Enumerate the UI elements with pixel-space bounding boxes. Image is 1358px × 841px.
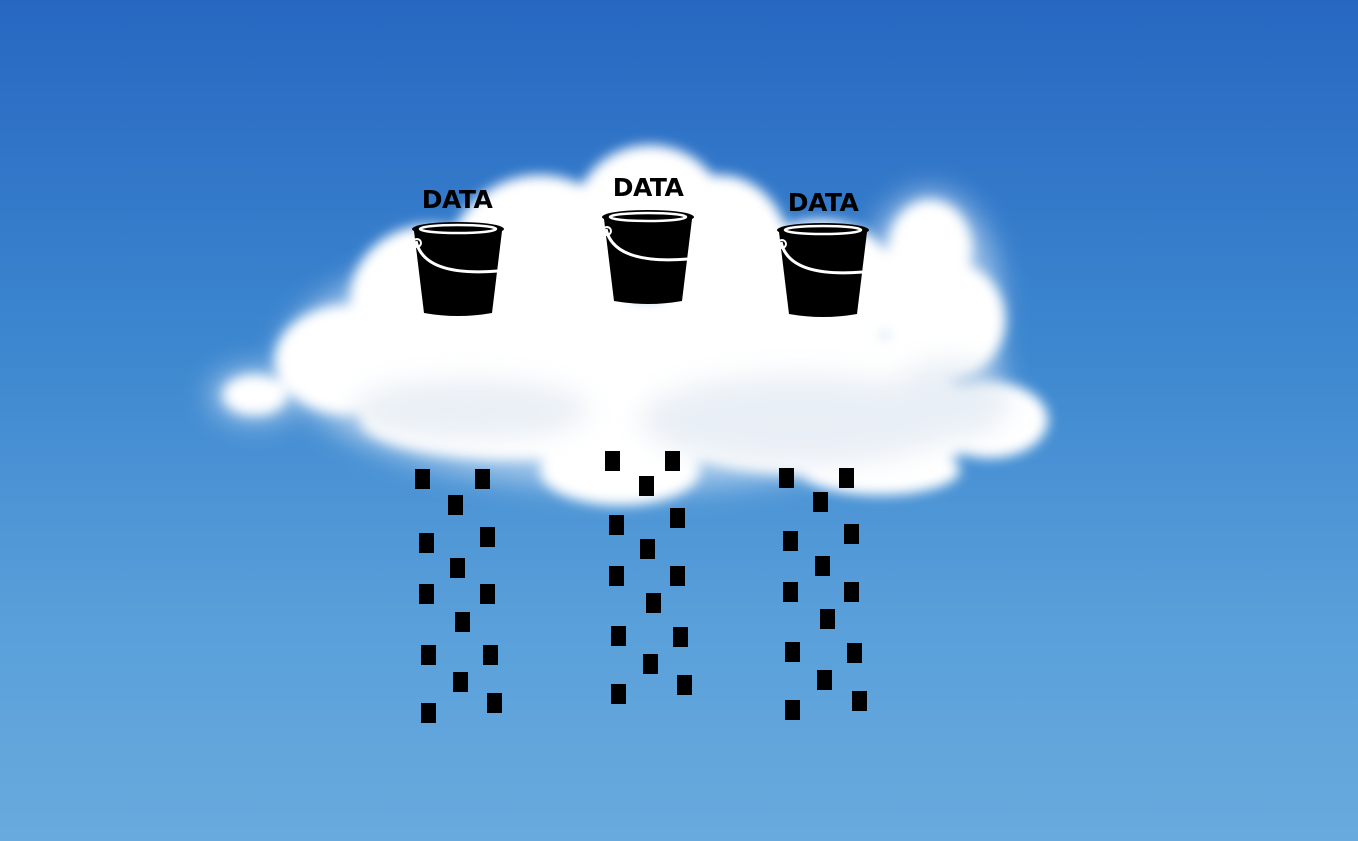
bucket-icon xyxy=(412,222,504,316)
data-drop xyxy=(673,627,688,647)
data-drop xyxy=(609,566,624,586)
data-drop xyxy=(852,691,867,711)
data-drop xyxy=(643,654,658,674)
data-drop xyxy=(419,533,434,553)
bucket-icon xyxy=(602,210,694,304)
data-drop xyxy=(847,643,862,663)
data-drop xyxy=(677,675,692,695)
data-drop xyxy=(817,670,832,690)
bucket-label: DATA xyxy=(612,173,684,202)
data-drop xyxy=(665,451,680,471)
data-drop xyxy=(783,531,798,551)
data-drop xyxy=(785,642,800,662)
data-drop xyxy=(639,476,654,496)
data-drop xyxy=(844,524,859,544)
data-drop xyxy=(455,612,470,632)
data-drop xyxy=(483,645,498,665)
data-drop xyxy=(815,556,830,576)
data-drop xyxy=(480,527,495,547)
data-drop xyxy=(421,645,436,665)
bucket-label: DATA xyxy=(787,188,859,217)
data-drop xyxy=(609,515,624,535)
data-drop xyxy=(419,584,434,604)
bucket-label: DATA xyxy=(421,185,493,214)
data-drop xyxy=(640,539,655,559)
data-drop xyxy=(646,593,661,613)
data-drop xyxy=(611,626,626,646)
data-drop xyxy=(450,558,465,578)
data-drop xyxy=(785,700,800,720)
data-drop xyxy=(813,492,828,512)
data-drop xyxy=(839,468,854,488)
data-drop xyxy=(415,469,430,489)
data-drop xyxy=(605,451,620,471)
data-drop xyxy=(421,703,436,723)
data-drop xyxy=(670,566,685,586)
data-drop xyxy=(670,508,685,528)
bucket-icon xyxy=(777,223,869,317)
data-drop xyxy=(487,693,502,713)
data-drop xyxy=(779,468,794,488)
data-drop xyxy=(844,582,859,602)
data-drop xyxy=(480,584,495,604)
data-drop xyxy=(820,609,835,629)
data-drop xyxy=(475,469,490,489)
data-drop xyxy=(448,495,463,515)
data-drop xyxy=(783,582,798,602)
data-drop xyxy=(453,672,468,692)
data-drop xyxy=(611,684,626,704)
